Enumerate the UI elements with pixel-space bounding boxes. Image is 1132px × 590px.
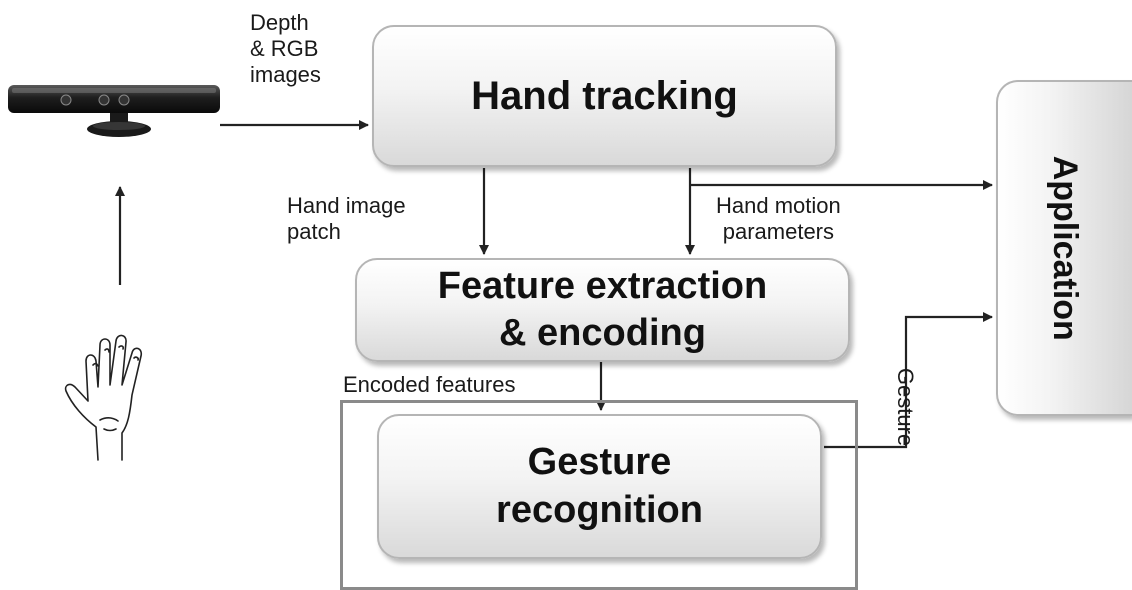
depth-camera-icon (8, 85, 220, 137)
hand-image-label-line1: Hand image (287, 193, 406, 218)
gesture-recognition-box: Gesture recognition (377, 414, 822, 559)
depth-rgb-images-label: Depth & RGB images (250, 10, 321, 88)
hand-tracking-label: Hand tracking (471, 74, 738, 118)
arrow-gesture-to-application (824, 312, 993, 449)
feature-extraction-label-line2: & encoding (499, 312, 706, 354)
depth-label-line2: & RGB (250, 36, 319, 61)
gesture-recognition-label-line2: recognition (496, 488, 703, 531)
depth-label-line3: images (250, 62, 321, 87)
connector-layer (115, 120, 993, 449)
feature-extraction-box: Feature extraction & encoding (355, 258, 850, 362)
gesture-output-label: Gesture (893, 367, 919, 447)
feature-extraction-label-line1: Feature extraction (437, 264, 768, 307)
hand-motion-parameters-label: Hand motion parameters (716, 193, 841, 245)
hand-tracking-box: Hand tracking (372, 25, 837, 167)
motion-label-line2: parameters (722, 219, 835, 244)
gesture-recognition-label-line1: Gesture (527, 441, 672, 483)
encoded-features-label: Encoded features (343, 372, 516, 397)
hand-image-label-line2: patch (287, 219, 341, 244)
application-label: Application (1046, 155, 1085, 341)
hand-image-patch-label: Hand image patch (287, 193, 406, 245)
motion-label-line1: Hand motion (716, 193, 841, 218)
open-hand-icon (64, 334, 143, 461)
depth-label-line1: Depth (250, 10, 309, 35)
application-box: Application (996, 80, 1132, 416)
